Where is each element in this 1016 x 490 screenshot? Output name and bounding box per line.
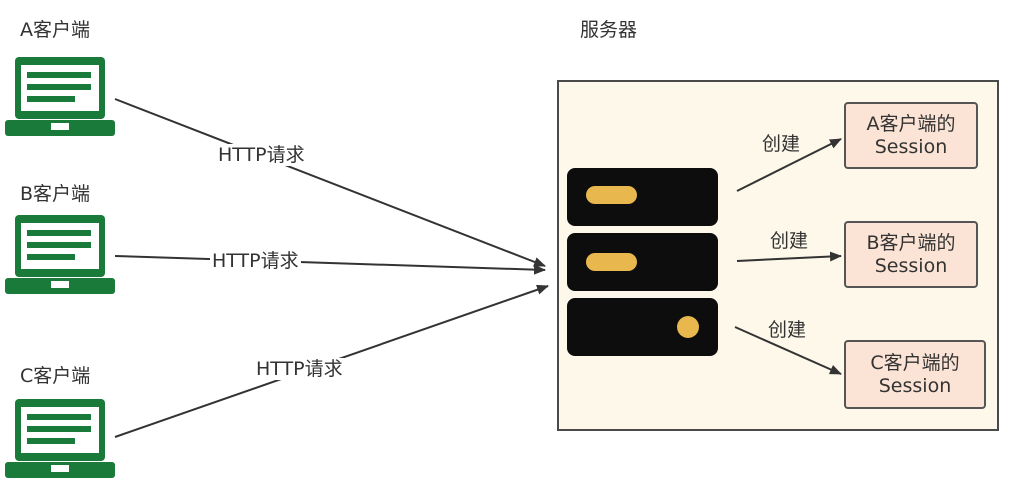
session-c-subtitle: Session	[878, 374, 952, 397]
create-arrow-c	[734, 326, 842, 375]
server-label: 服务器	[580, 19, 638, 41]
session-b-subtitle: Session	[874, 254, 948, 277]
create-label-b: 创建	[770, 230, 809, 252]
create-arrow-a	[736, 138, 842, 192]
http-request-label-b: HTTP请求	[210, 250, 301, 272]
server-unit	[567, 233, 718, 291]
session-c-title: C客户端的	[870, 351, 960, 374]
session-box-c: C客户端的 Session	[844, 340, 986, 409]
laptop-icon	[5, 215, 115, 294]
server-light	[586, 253, 637, 271]
laptop-icon	[5, 399, 115, 478]
create-label-a: 创建	[762, 133, 801, 155]
create-arrow-b	[736, 251, 842, 262]
server-unit	[567, 168, 718, 226]
request-arrow-a	[114, 98, 546, 267]
request-arrow-b	[114, 255, 546, 275]
server-unit	[567, 298, 718, 356]
client-a-label: A客户端	[20, 19, 90, 41]
session-box-b: B客户端的 Session	[844, 221, 978, 288]
session-b-title: B客户端的	[866, 231, 956, 254]
http-request-label-c: HTTP请求	[254, 358, 345, 380]
laptop-icon	[5, 57, 115, 136]
server-light	[677, 316, 699, 338]
create-label-c: 创建	[768, 319, 807, 341]
client-b-label: B客户端	[20, 183, 91, 205]
client-c-label: C客户端	[20, 365, 91, 387]
session-box-a: A客户端的 Session	[844, 102, 978, 169]
session-a-title: A客户端的	[866, 112, 956, 135]
http-request-label-a: HTTP请求	[216, 144, 307, 166]
session-a-subtitle: Session	[874, 135, 948, 158]
server-light	[586, 186, 637, 204]
